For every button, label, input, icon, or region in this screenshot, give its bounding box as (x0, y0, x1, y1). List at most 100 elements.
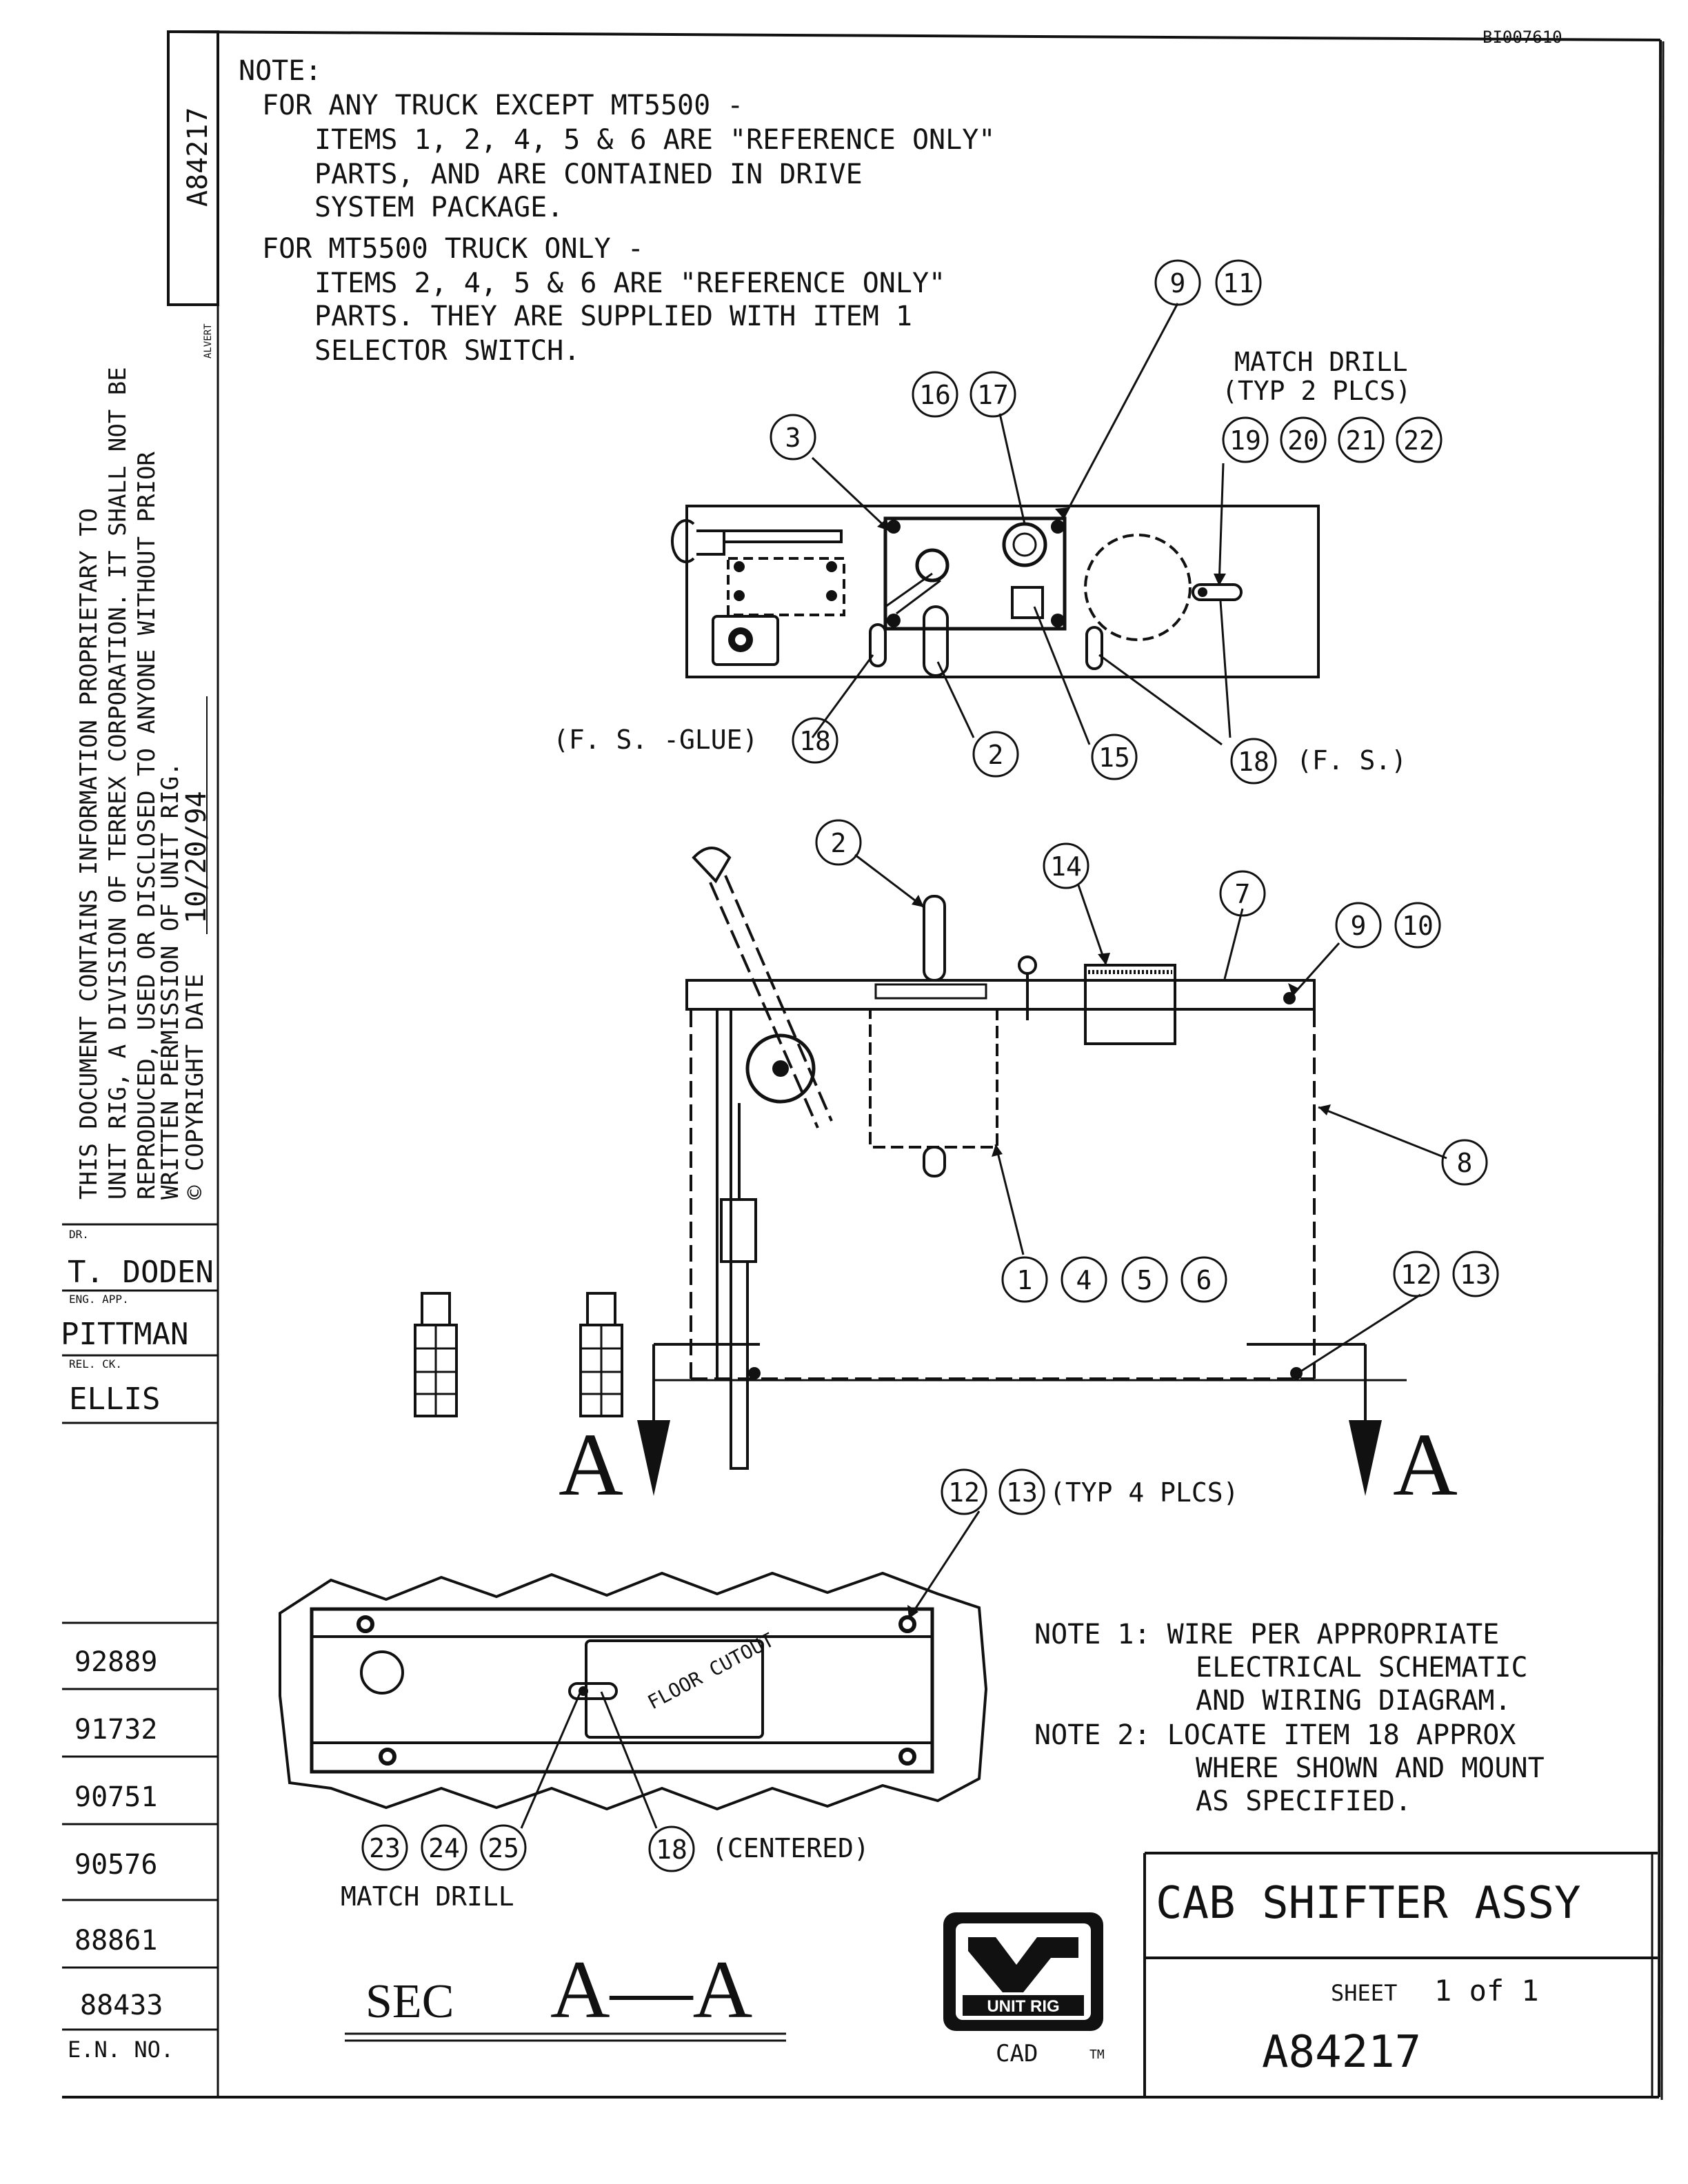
balloon-item-1: 1 (1001, 1256, 1048, 1303)
match-drill-bottom: MATCH DRILL (341, 1881, 514, 1912)
note-line: SELECTOR SWITCH. (314, 335, 580, 367)
copyright-label: © COPYRIGHT DATE (181, 973, 209, 1200)
note-line: PARTS. THEY ARE SUPPLIED WITH ITEM 1 (314, 301, 912, 332)
section-letter-left: A (559, 1415, 623, 1515)
sheet-label: SHEET (1331, 1980, 1397, 2006)
drawn-by-label: DR. (69, 1228, 89, 1241)
general-note-line: AND WIRING DIAGRAM. (1196, 1685, 1511, 1717)
cad-label: CAD (996, 2040, 1038, 2067)
front-elevation-view (637, 847, 1407, 1496)
svg-text:10: 10 (1402, 911, 1434, 941)
balloon-item-2: 2 (972, 731, 1019, 778)
svg-text:25: 25 (488, 1833, 519, 1863)
section-a-a-view (279, 1571, 988, 1811)
svg-text:20: 20 (1287, 425, 1319, 456)
fs-glue-label: (F. S. -GLUE) (553, 725, 758, 755)
top-reference: BI007610 (1483, 28, 1563, 47)
balloon-item-18: 18 (648, 1826, 695, 1872)
svg-text:2: 2 (988, 740, 1004, 770)
balloon-item-5: 5 (1121, 1256, 1168, 1303)
proprietary-line-1: THIS DOCUMENT CONTAINS INFORMATION PROPR… (75, 508, 103, 1200)
fs-label: (F. S.) (1296, 745, 1407, 776)
unit-rig-logo: UNIT RIG CAD TM (943, 1912, 1105, 2067)
signoff-block: DR. T. DODEN ENG. APP. PITTMAN REL. CK. … (61, 1223, 218, 1424)
callout-labels: MATCH DRILL (TYP 2 PLCS) (F. S. -GLUE) (… (341, 347, 1411, 1912)
svg-text:24: 24 (428, 1833, 460, 1863)
drawn-by-name: T. DODEN (68, 1255, 214, 1290)
title-block: CAB SHIFTER ASSY SHEET 1 of 1 A84217 (1143, 1852, 1658, 2097)
centered-label: (CENTERED) (712, 1833, 870, 1863)
drawing-number: A84217 (1262, 2027, 1421, 2078)
balloon-item-13: 13 (1452, 1251, 1499, 1297)
balloon-item-6: 6 (1180, 1256, 1227, 1303)
trademark-label: TM (1089, 2048, 1105, 2062)
svg-text:5: 5 (1137, 1265, 1153, 1295)
svg-text:13: 13 (1460, 1260, 1491, 1290)
balloon-item-22: 22 (1396, 416, 1443, 463)
release-check-label: REL. CK. (69, 1357, 122, 1371)
svg-text:9: 9 (1170, 268, 1186, 299)
svg-text:9: 9 (1351, 911, 1367, 941)
eng-number: 90751 (74, 1781, 157, 1813)
svg-text:3: 3 (785, 423, 801, 453)
leader-lines (520, 303, 1447, 1829)
balloon-item-18: 18 (792, 717, 838, 764)
section-sec-label: SEC (365, 1975, 454, 2028)
eng-number-list: 92889 91732 90751 90576 88861 88433 E.N.… (62, 1621, 218, 2063)
eng-approval-name: PITTMAN (61, 1317, 188, 1352)
svg-text:8: 8 (1457, 1148, 1473, 1178)
eng-number: 88433 (80, 1990, 163, 2021)
balloon-item-11: 11 (1215, 259, 1262, 306)
balloon-item-9: 9 (1335, 902, 1382, 949)
svg-text:12: 12 (1400, 1260, 1432, 1290)
balloon-item-4: 4 (1061, 1256, 1107, 1303)
note-line: ITEMS 2, 4, 5 & 6 ARE "REFERENCE ONLY" (314, 267, 945, 299)
svg-text:15: 15 (1098, 742, 1130, 773)
side-drawing-number: A84217 (182, 108, 214, 208)
svg-text:6: 6 (1196, 1265, 1212, 1295)
eng-number: 92889 (74, 1646, 157, 1678)
balloon-item-17: 17 (969, 371, 1016, 418)
svg-text:18: 18 (799, 726, 831, 756)
note-line: ITEMS 1, 2, 4, 5 & 6 ARE "REFERENCE ONLY… (314, 124, 995, 156)
balloon-item-14: 14 (1043, 842, 1089, 889)
note-line: SYSTEM PACKAGE. (314, 192, 563, 223)
note-line: FOR ANY TRUCK EXCEPT MT5500 - (262, 90, 743, 121)
eng-number: 88861 (74, 1925, 157, 1957)
match-drill-top-typ: (TYP 2 PLCS) (1222, 376, 1411, 406)
balloon-item-12: 12 (1393, 1251, 1440, 1297)
side-tag: ALVERT (203, 323, 214, 358)
balloon-item-2: 2 (815, 819, 862, 866)
copyright-date: 10/20/94 (181, 791, 212, 924)
section-letter-right: A (1393, 1415, 1458, 1515)
drawing-title: CAB SHIFTER ASSY (1156, 1878, 1581, 1929)
note-line: FOR MT5500 TRUCK ONLY - (262, 233, 644, 265)
balloon-item-16: 16 (912, 371, 958, 418)
svg-text:13: 13 (1006, 1477, 1038, 1508)
svg-text:21: 21 (1345, 425, 1377, 456)
svg-text:16: 16 (919, 380, 951, 410)
section-name: A—A (550, 1943, 752, 2035)
general-note-line: AS SPECIFIED. (1196, 1786, 1411, 1817)
typ-4-plcs-label: (TYP 4 PLCS) (1049, 1477, 1239, 1508)
balloon-item-15: 15 (1091, 734, 1138, 780)
top-plan-view (670, 505, 1320, 678)
sheet-value: 1 of 1 (1434, 1974, 1539, 2008)
logo-text: UNIT RIG (987, 1997, 1059, 2016)
balloon-item-23: 23 (361, 1824, 408, 1871)
svg-text:12: 12 (948, 1477, 980, 1508)
balloon-item-7: 7 (1219, 870, 1266, 917)
eng-approval-label: ENG. APP. (69, 1293, 129, 1306)
proprietary-line-2: UNIT RIG, A DIVISION OF TERREX CORPORATI… (104, 367, 132, 1200)
svg-text:18: 18 (656, 1834, 687, 1865)
balloon-item-21: 21 (1338, 416, 1385, 463)
release-check-name: ELLIS (69, 1382, 160, 1417)
svg-text:18: 18 (1238, 747, 1269, 777)
connector-details (414, 1292, 623, 1417)
svg-text:11: 11 (1223, 268, 1254, 299)
notes-heading: NOTE: (239, 55, 321, 87)
svg-text:7: 7 (1235, 879, 1251, 909)
balloon-item-20: 20 (1280, 416, 1327, 463)
balloon-item-3: 3 (770, 414, 816, 461)
balloon-item-13: 13 (998, 1468, 1045, 1515)
